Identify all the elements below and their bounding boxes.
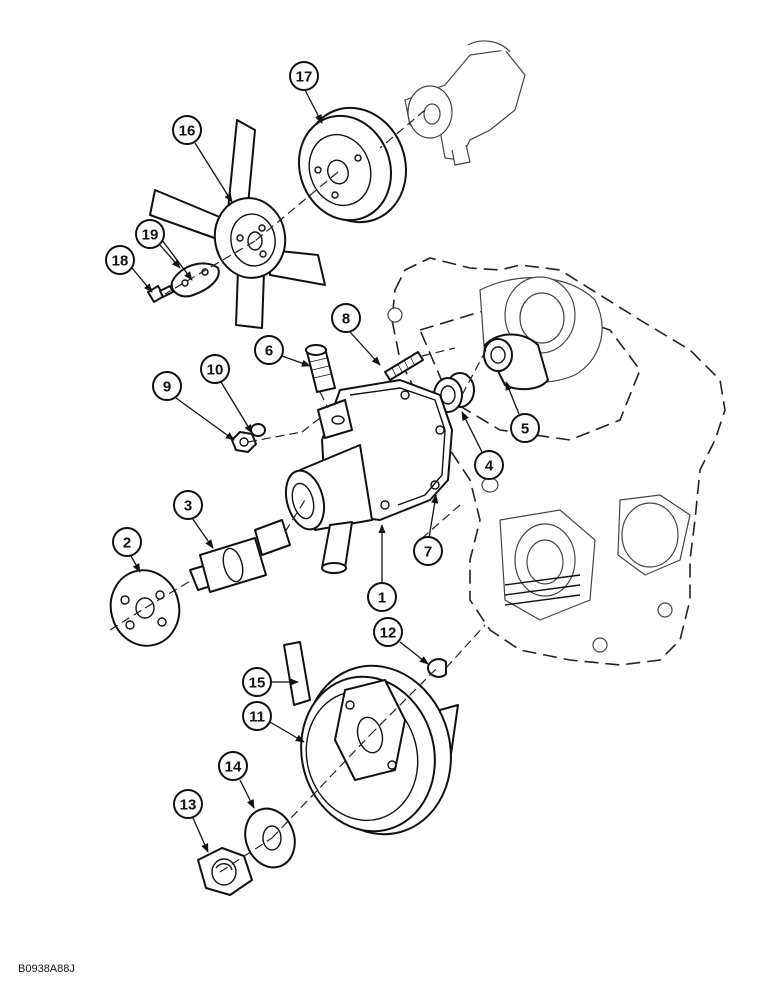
callout-9: 9 [152, 371, 182, 401]
callout-8: 8 [331, 303, 361, 333]
stud-8 [384, 351, 424, 381]
drawing-code: B0938A88J [18, 963, 75, 975]
svg-text:16: 16 [179, 123, 196, 140]
svg-text:10: 10 [207, 362, 224, 379]
lock-plate-19 [170, 262, 220, 298]
water-pump-body-1 [284, 379, 453, 574]
callout-7: 7 [413, 536, 443, 566]
callout-18: 18 [105, 245, 135, 275]
callout-15: 15 [242, 667, 272, 697]
svg-text:12: 12 [380, 625, 397, 642]
callout-2: 2 [112, 527, 142, 557]
callout-17: 17 [289, 61, 319, 91]
washer-14 [244, 807, 296, 869]
crank-pulley-11 [300, 664, 452, 836]
svg-text:2: 2 [123, 535, 131, 552]
svg-text:19: 19 [142, 227, 159, 244]
callout-4: 4 [474, 450, 504, 480]
nut-13 [197, 847, 253, 896]
callout-10: 10 [200, 354, 230, 384]
svg-text:14: 14 [225, 759, 242, 776]
assembly-lines [109, 109, 487, 873]
svg-text:4: 4 [485, 458, 494, 475]
callout-3: 3 [173, 490, 203, 520]
svg-text:13: 13 [180, 797, 197, 814]
svg-text:8: 8 [342, 311, 350, 328]
svg-text:15: 15 [249, 675, 266, 692]
svg-text:7: 7 [424, 544, 432, 561]
fan-16 [149, 119, 326, 329]
callout-1: 1 [367, 582, 397, 612]
nut-9 [231, 431, 257, 453]
callout-12: 12 [373, 617, 403, 647]
callout-16: 16 [172, 115, 202, 145]
callout-19: 19 [135, 219, 165, 249]
callout-14: 14 [218, 751, 248, 781]
svg-text:6: 6 [265, 343, 273, 360]
reference-water-pump [404, 40, 526, 166]
pulley-17 [297, 106, 408, 224]
svg-text:17: 17 [296, 69, 313, 86]
svg-text:18: 18 [112, 253, 129, 270]
svg-text:11: 11 [249, 709, 265, 726]
washer-10 [250, 423, 266, 437]
engine-timing-case [387, 257, 726, 666]
shaft-3 [189, 519, 291, 593]
svg-text:3: 3 [184, 498, 192, 515]
svg-text:9: 9 [163, 379, 171, 396]
callout-13: 13 [173, 789, 203, 819]
callout-6: 6 [254, 335, 284, 365]
svg-text:5: 5 [521, 421, 529, 438]
callout-5: 5 [510, 413, 540, 443]
leader-lines [130, 89, 520, 853]
bolt-18 [147, 285, 174, 303]
callout-11: 11 [242, 701, 272, 731]
svg-text:1: 1 [378, 590, 386, 607]
pipe-6 [305, 344, 336, 393]
